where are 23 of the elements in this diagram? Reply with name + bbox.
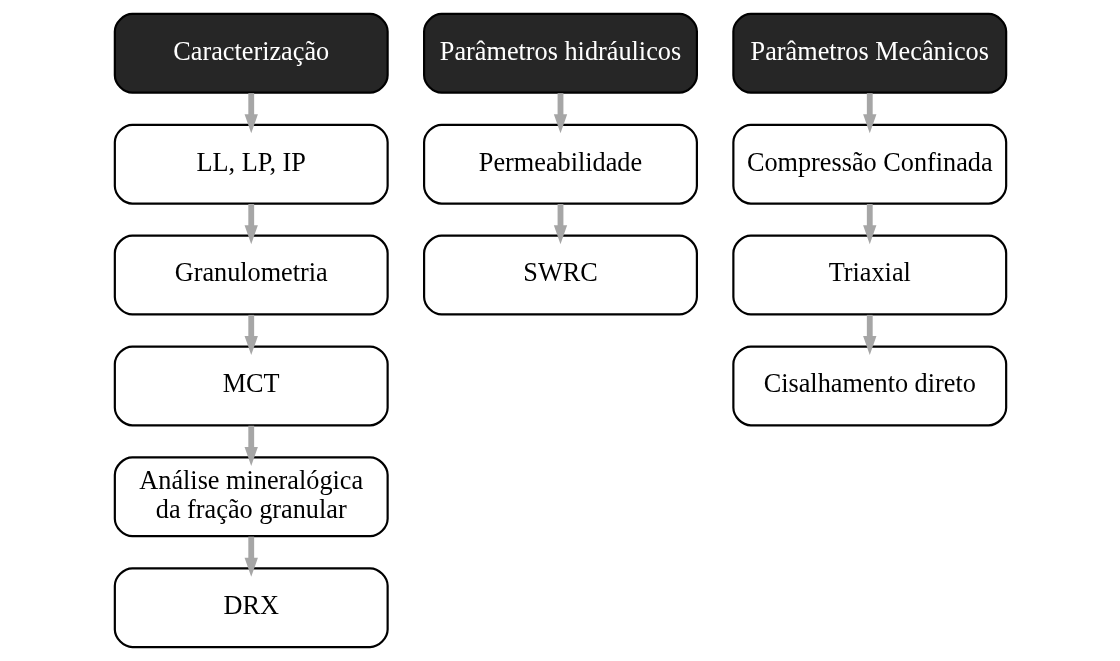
node-box: Análise mineralógica da fração granular: [113, 456, 389, 538]
arrow: [553, 204, 567, 245]
node-box: Parâmetros Mecânicos: [731, 12, 1007, 94]
arrow: [244, 536, 258, 577]
node-box: MCT: [113, 345, 389, 427]
node-box: Cisalhamento direto: [731, 345, 1007, 427]
arrow: [244, 314, 258, 356]
node-box: Compressão Confinada: [731, 123, 1007, 205]
node-box: DRX: [113, 567, 389, 649]
node-box: SWRC: [422, 234, 698, 316]
node-box: Triaxial: [731, 234, 1007, 316]
node-box: LL, LP, IP: [113, 123, 389, 205]
arrow: [244, 425, 258, 466]
arrow: [244, 93, 258, 134]
node-box: Permeabilidade: [422, 123, 698, 205]
node-box: Parâmetros hidráulicos: [422, 12, 698, 94]
arrow: [862, 93, 876, 134]
node-box: Granulometria: [113, 234, 389, 316]
arrow: [553, 93, 567, 134]
node-box: Caracterização: [113, 12, 389, 94]
arrow: [862, 314, 876, 356]
arrow: [244, 204, 258, 245]
arrow: [862, 204, 876, 245]
